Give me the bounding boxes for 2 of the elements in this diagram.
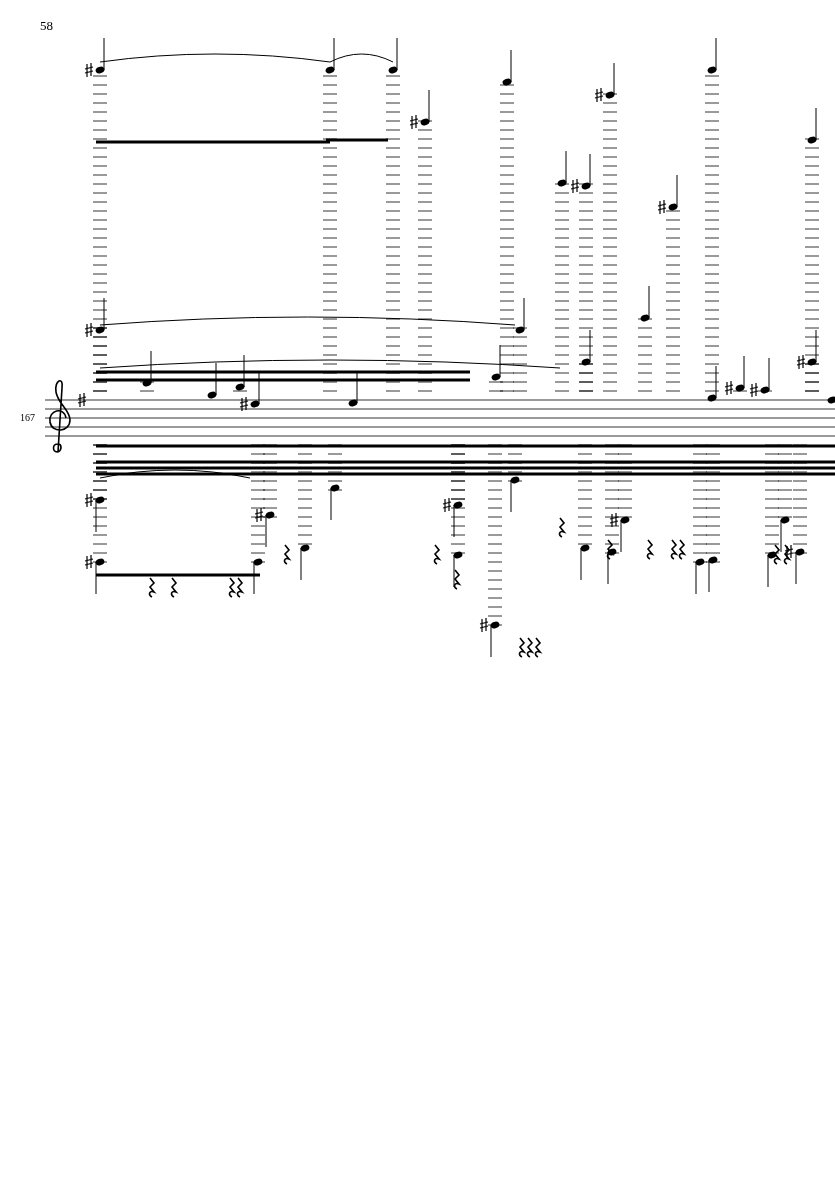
page-number: 58: [40, 18, 53, 34]
measure-number: 167: [20, 412, 35, 423]
